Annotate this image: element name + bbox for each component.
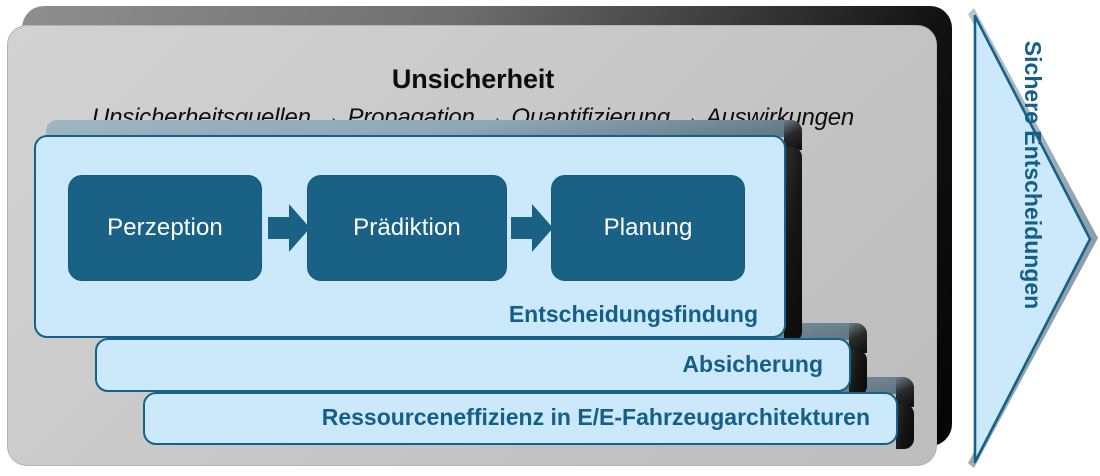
- panel-top-bevel: [46, 120, 802, 137]
- outer-title: Unsicherheit: [391, 64, 555, 94]
- panel-face: [143, 392, 898, 445]
- block-arrow-right-icon: [268, 204, 310, 252]
- block-arrow-right-icon: [511, 204, 553, 252]
- layer-panel-resource-efficiency[interactable]: Ressourceneffizienz in E/E-Fahrzeugarchi…: [143, 377, 914, 449]
- layer-label-resource-efficiency: Ressourceneffizienz in E/E-Fahrzeugarchi…: [321, 404, 870, 430]
- panel-right-extrusion: [896, 404, 914, 449]
- layer-label-decision-making: Entscheidungsfindung: [508, 301, 758, 327]
- panel-right-extrusion: [784, 147, 802, 342]
- panel-corner-bevel: [896, 377, 914, 407]
- process-step-prediction[interactable]: Prädiktion: [307, 175, 507, 281]
- process-step-label: Prädiktion: [353, 214, 461, 241]
- panel-corner-bevel: [849, 323, 867, 353]
- triangle-right-icon[interactable]: [966, 6, 1100, 470]
- panel-face: [95, 338, 851, 392]
- process-step-label: Perzeption: [107, 214, 223, 241]
- layer-label-safeguarding: Absicherung: [682, 351, 823, 377]
- process-step-planning[interactable]: Planung: [551, 175, 745, 281]
- process-step-label: Planung: [603, 214, 693, 241]
- panel-corner-bevel: [784, 120, 802, 150]
- panel-right-extrusion: [849, 350, 867, 396]
- process-step-perception[interactable]: Perzeption: [68, 175, 262, 281]
- layer-panel-safeguarding[interactable]: Absicherung: [95, 323, 867, 396]
